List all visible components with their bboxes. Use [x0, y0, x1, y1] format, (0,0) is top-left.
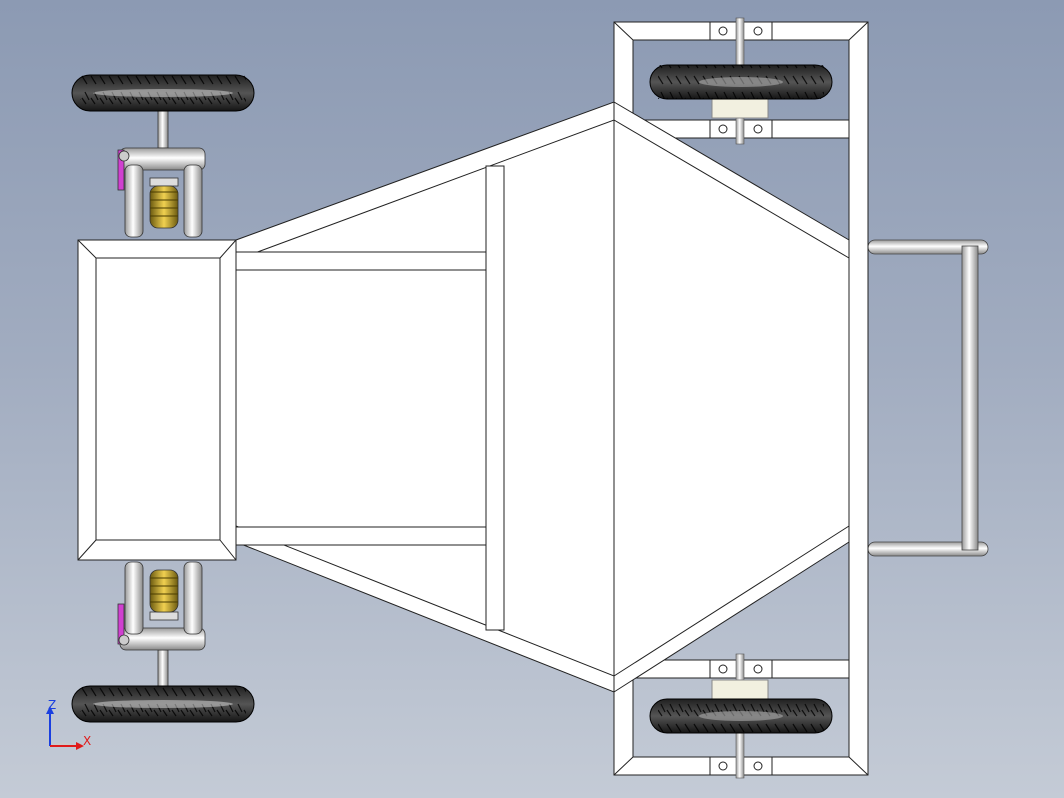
- rear-right-wheel: [649, 653, 833, 779]
- front-suspension-bottom: [117, 561, 206, 691]
- triad-graphic: [46, 706, 84, 750]
- push-handle: [867, 239, 989, 557]
- front-left-tire: [71, 74, 255, 112]
- triad-z-label: Z: [48, 698, 57, 712]
- body-frame: [235, 101, 850, 693]
- coordinate-triad: Z X: [40, 698, 100, 755]
- rear-left-wheel: [649, 17, 833, 145]
- triad-x-label: X: [83, 734, 92, 748]
- seat-tub: [77, 239, 237, 561]
- front-suspension-top: [117, 107, 206, 238]
- front-right-tire: [71, 685, 255, 723]
